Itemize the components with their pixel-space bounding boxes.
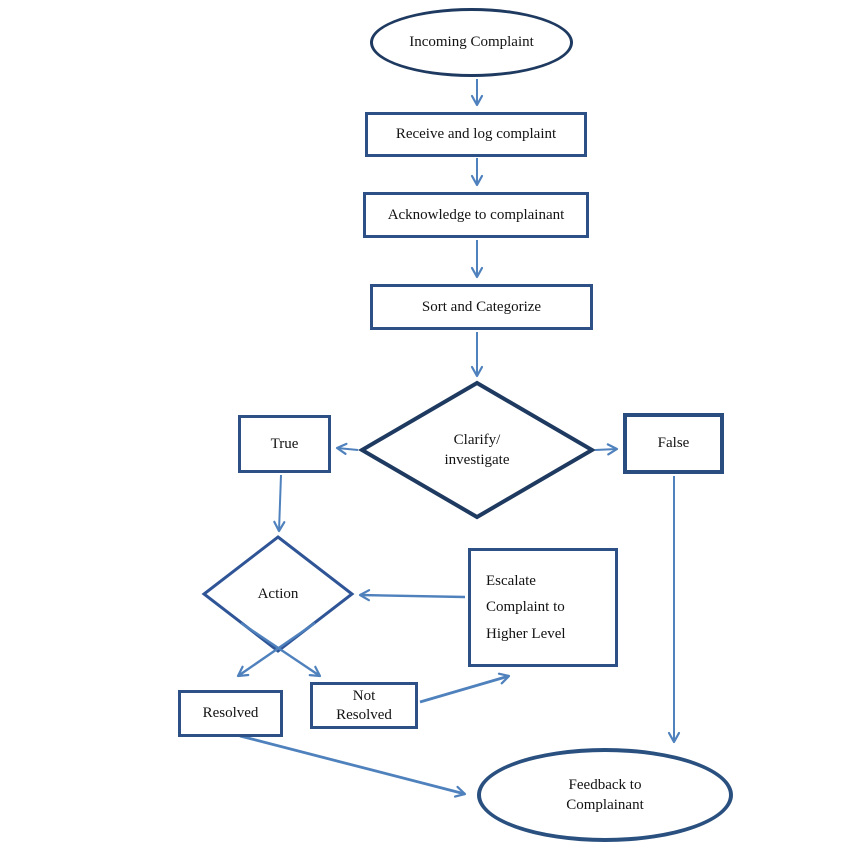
edge-resolved-to-feedback — [239, 734, 467, 798]
edge-not-resolved-to-escalate — [419, 672, 511, 704]
node-receive-log-label: Receive and log complaint — [395, 126, 557, 143]
node-action-label: Action — [257, 585, 299, 602]
clarify-investigate-diamond — [358, 380, 596, 520]
node-resolved: Resolved — [178, 690, 283, 737]
edge-action-to-not-resolved — [240, 622, 322, 678]
edge-true-to-action — [273, 474, 286, 533]
node-sort-categorize: Sort and Categorize — [370, 284, 593, 330]
node-clarify-investigate-label: Clarify/ investigate — [444, 431, 510, 468]
node-true-label: True — [270, 435, 299, 452]
node-acknowledge-label: Acknowledge to complainant — [387, 206, 565, 223]
edge-action-to-resolved — [236, 622, 316, 678]
node-feedback: Feedback to Complainant — [477, 748, 733, 842]
node-incoming-complaint-label: Incoming Complaint — [409, 34, 534, 51]
node-false-label: False — [657, 435, 690, 452]
action-diamond — [201, 535, 355, 653]
edge-clarify-to-true — [335, 442, 359, 455]
node-acknowledge: Acknowledge to complainant — [363, 192, 589, 238]
node-sort-categorize-label: Sort and Categorize — [421, 298, 542, 315]
node-resolved-label: Resolved — [202, 705, 259, 722]
node-escalate: Escalate Complaint to Higher Level — [468, 548, 618, 667]
node-false: False — [623, 413, 724, 474]
node-receive-log: Receive and log complaint — [365, 112, 587, 157]
node-incoming-complaint: Incoming Complaint — [370, 8, 573, 77]
node-true: True — [238, 415, 331, 473]
edge-clarify-to-false — [594, 443, 619, 456]
node-not-resolved: Not Resolved — [310, 682, 418, 729]
edge-escalate-to-action — [358, 589, 466, 602]
